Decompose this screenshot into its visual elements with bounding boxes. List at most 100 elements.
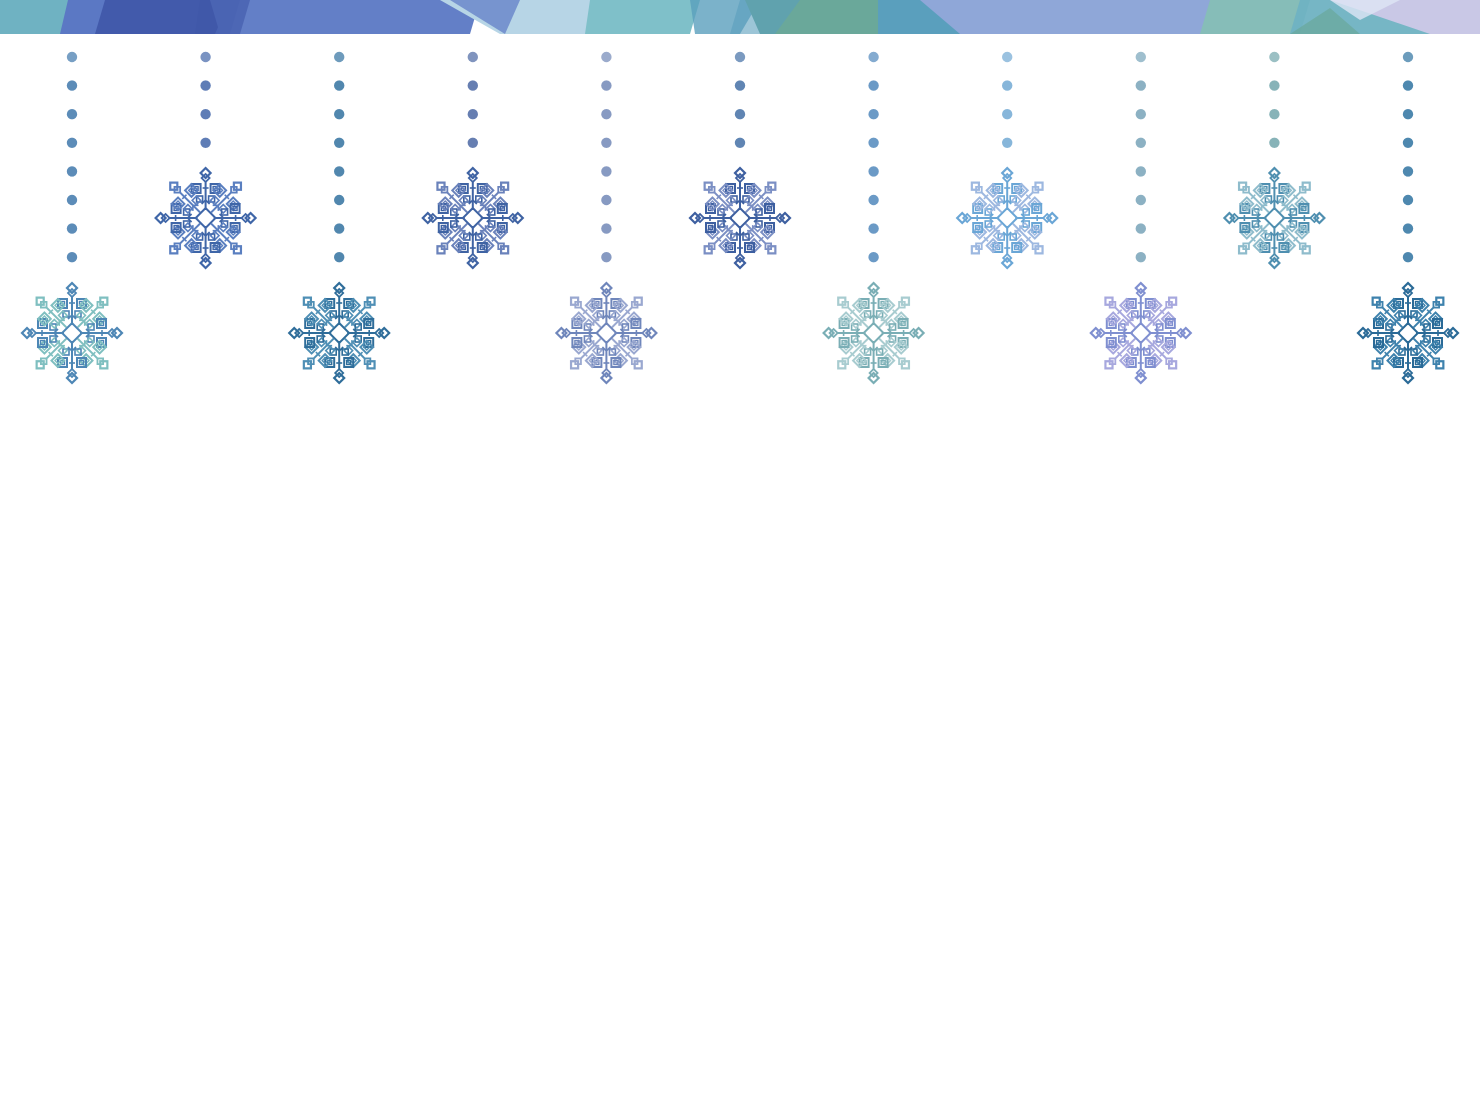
snowflake-icon [1356, 281, 1460, 385]
bead-dot [1402, 166, 1414, 177]
bead-string [1002, 51, 1013, 148]
bead-dot [334, 252, 345, 263]
bead-dot [334, 51, 345, 63]
snowflake-icon [1223, 166, 1326, 270]
geometric-header-banner [0, 0, 1480, 34]
bead-dot [66, 80, 78, 91]
bead-dot [66, 137, 78, 148]
bead-dot [1002, 137, 1013, 148]
banner-facet [1290, 8, 1360, 34]
bead-dot [601, 137, 612, 148]
bead-dot [1402, 194, 1414, 206]
bead-string [601, 51, 612, 263]
blank-content-area [0, 394, 1480, 1094]
bead-dot [734, 80, 746, 91]
snowflake-center [862, 321, 885, 345]
snowflake-center [461, 206, 485, 230]
snowflake-icon [688, 166, 792, 270]
bead-dot [334, 166, 345, 177]
bead-dot [66, 109, 78, 120]
snowflake-icon [1089, 281, 1192, 385]
snowflake-center [595, 321, 618, 345]
bead-dot [1135, 51, 1147, 63]
bead-dot [1269, 109, 1280, 120]
snowflake-icon [288, 281, 391, 385]
banner-facet [0, 0, 70, 34]
bead-string [1269, 51, 1280, 148]
snowflake-center [327, 321, 351, 345]
snowflake-icon [154, 166, 257, 270]
banner-facet [195, 0, 250, 34]
bead-dot [601, 223, 612, 234]
bead-dot [868, 137, 879, 148]
bead-dot [467, 109, 478, 120]
snowflake-center [1263, 206, 1286, 230]
bead-dot [1135, 223, 1147, 234]
bead-dot [601, 166, 612, 177]
bead-dot [334, 109, 345, 120]
bead-dot [66, 51, 78, 63]
bead-dot [66, 223, 78, 234]
bead-dot [1402, 80, 1414, 91]
bead-dot [66, 252, 78, 263]
bead-dot [1135, 194, 1147, 206]
banner-facet [215, 0, 480, 34]
bead-string [334, 51, 345, 263]
banner-facet [1200, 0, 1310, 34]
bead-dot [601, 51, 612, 63]
snowflake-center [194, 206, 217, 230]
bead-string [200, 51, 211, 148]
snowflake-center [60, 321, 84, 345]
bead-dot [868, 252, 879, 263]
bead-dot [1135, 166, 1147, 177]
bead-dot [334, 137, 345, 148]
bead-dot [200, 137, 211, 148]
bead-dot [1402, 137, 1414, 148]
bead-dot [868, 51, 879, 63]
bead-dot [868, 80, 879, 91]
bead-dot [601, 109, 612, 120]
bead-dot [66, 166, 78, 177]
bead-dot [734, 109, 746, 120]
bead-dot [66, 194, 78, 206]
bead-dot [1402, 223, 1414, 234]
snowflake-center [995, 206, 1019, 230]
snowflake-icon [956, 166, 1059, 270]
bead-dot [1002, 109, 1013, 120]
bead-dot [467, 51, 478, 63]
bead-dot [1002, 80, 1013, 91]
bead-dot [734, 137, 746, 148]
bead-dot [868, 166, 879, 177]
bead-dot [868, 223, 879, 234]
bead-dot [334, 80, 345, 91]
banner-facet [730, 0, 800, 34]
bead-string [1135, 51, 1147, 263]
bead-dot [1135, 137, 1147, 148]
snowflake-center [1396, 321, 1420, 345]
snowflake-icon [822, 281, 925, 385]
bead-string [734, 51, 746, 148]
snowflake-center [728, 206, 752, 230]
bead-string [467, 51, 478, 148]
bead-string [868, 51, 879, 263]
banner-facet [585, 0, 700, 34]
banner-facet [920, 0, 1220, 34]
snowflake-garland [20, 51, 1460, 385]
bead-dot [1402, 252, 1414, 263]
bead-dot [601, 80, 612, 91]
banner-facet [450, 0, 520, 34]
bead-dot [1269, 51, 1280, 63]
bead-dot [200, 51, 211, 63]
bead-dot [1269, 137, 1280, 148]
bead-string [66, 51, 78, 263]
snowflake-icon [20, 281, 124, 385]
banner-facet [1330, 0, 1400, 20]
bead-dot [467, 137, 478, 148]
bead-dot [1135, 109, 1147, 120]
bead-string [1402, 51, 1414, 263]
bead-dot [1402, 51, 1414, 63]
bead-dot [467, 80, 478, 91]
banner-facet [95, 0, 220, 34]
snowflake-icon [421, 166, 524, 270]
snowflake-center [1129, 321, 1153, 345]
